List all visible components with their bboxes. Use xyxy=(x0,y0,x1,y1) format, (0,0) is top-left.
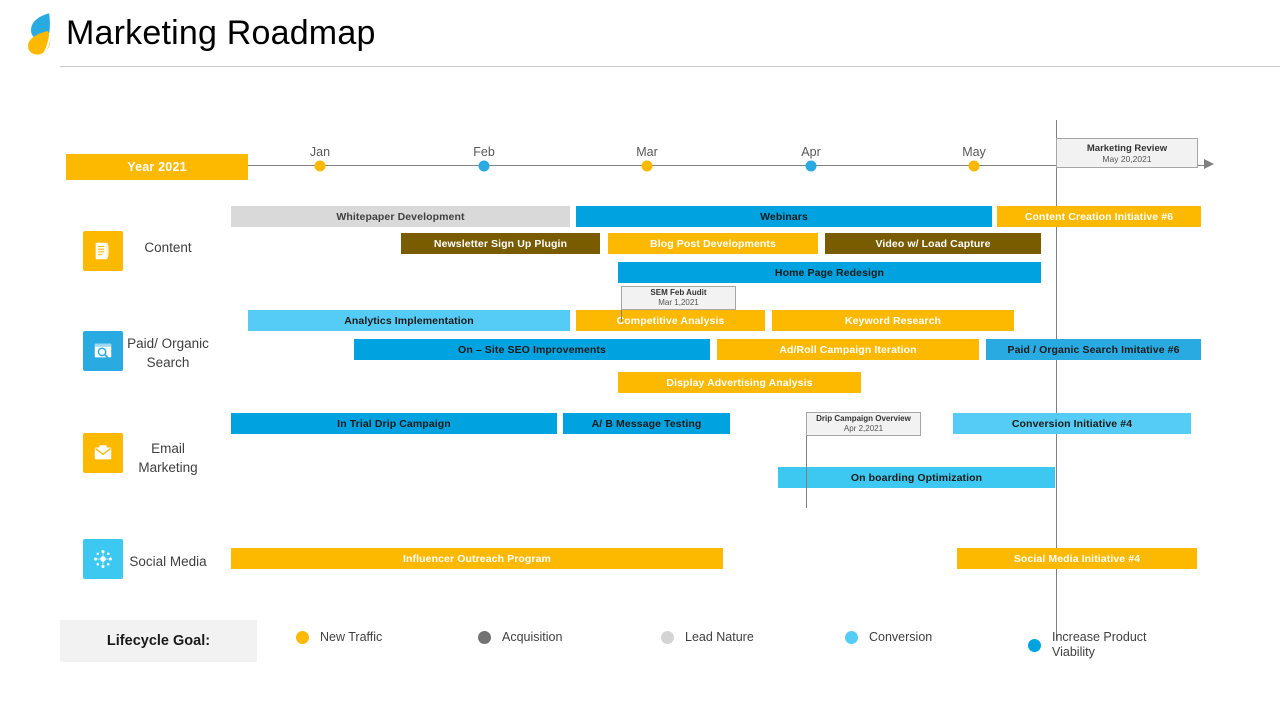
gantt-bar[interactable]: A/ B Message Testing xyxy=(563,413,730,434)
legend-color-dot xyxy=(845,631,858,644)
gantt-bar[interactable]: Webinars xyxy=(576,206,992,227)
page-title: Marketing Roadmap xyxy=(66,14,376,52)
gantt-bar[interactable]: Ad/Roll Campaign Iteration xyxy=(717,339,979,360)
timeline-tick-label-may: May xyxy=(962,145,986,159)
gantt-bar[interactable]: Whitepaper Development xyxy=(231,206,570,227)
network-nodes-icon xyxy=(83,539,123,579)
search-browser-icon xyxy=(83,331,123,371)
envelope-icon xyxy=(83,433,123,473)
timeline-tick-label-jan: Jan xyxy=(309,145,331,159)
gantt-bar[interactable]: Blog Post Developments xyxy=(608,233,818,254)
legend-color-dot xyxy=(296,631,309,644)
gantt-bar[interactable]: Social Media Initiative #4 xyxy=(957,548,1197,569)
callout-connector-line xyxy=(806,434,807,508)
timeline-tick-label-mar: Mar xyxy=(636,145,658,159)
callout-title: SEM Feb Audit xyxy=(650,288,707,297)
gantt-bar[interactable]: Conversion Initiative #4 xyxy=(953,413,1191,434)
legend-item-label: Lead Nature xyxy=(685,630,754,644)
legend-color-dot xyxy=(661,631,674,644)
swimlane-label-paid-organic: Paid/ Organic Search xyxy=(127,336,209,370)
legend-item-label: New Traffic xyxy=(320,630,383,644)
milestone-title: Marketing Review xyxy=(1086,142,1168,154)
legend-title-chip: Lifecycle Goal: xyxy=(60,620,257,662)
timeline-tick-dot-may[interactable] xyxy=(968,160,980,172)
gantt-bar[interactable]: Analytics Implementation xyxy=(248,310,570,331)
timeline-axis-arrow xyxy=(1204,159,1214,169)
timeline-tick-label-apr: Apr xyxy=(801,145,821,159)
callout-date: Mar 1,2021 xyxy=(658,298,699,307)
gantt-bar[interactable]: On boarding Optimization xyxy=(778,467,1055,488)
gantt-bar[interactable]: Display Advertising Analysis xyxy=(618,372,861,393)
gantt-bar[interactable]: Newsletter Sign Up Plugin xyxy=(401,233,600,254)
gantt-bar[interactable]: In Trial Drip Campaign xyxy=(231,413,557,434)
timeline-tick-dot-feb[interactable] xyxy=(478,160,490,172)
callout-date: Apr 2,2021 xyxy=(843,424,884,433)
legend-title: Lifecycle Goal: xyxy=(106,633,211,649)
gantt-bar[interactable]: Home Page Redesign xyxy=(618,262,1041,283)
timeline-tick-label-feb: Feb xyxy=(473,145,495,159)
legend-item[interactable]: Conversion xyxy=(845,630,932,645)
gantt-bar[interactable]: Competitive Analysis xyxy=(576,310,765,331)
legend-color-dot xyxy=(478,631,491,644)
year-chip-label: Year 2021 xyxy=(127,160,187,174)
timeline-tick-dot-mar[interactable] xyxy=(641,160,653,172)
timeline-axis xyxy=(248,165,1208,166)
legend-color-dot xyxy=(1028,638,1041,652)
gantt-bar[interactable]: Influencer Outreach Program xyxy=(231,548,723,569)
legend-item-label: Increase Product Viability xyxy=(1052,630,1147,659)
gantt-bar[interactable]: Keyword Research xyxy=(772,310,1014,331)
gantt-bar[interactable]: Content Creation Initiative #6 xyxy=(997,206,1201,227)
callout-title: Drip Campaign Overview xyxy=(816,414,911,423)
header-divider xyxy=(60,66,1280,67)
swimlane-label-content: Content xyxy=(144,240,192,255)
timeline-tick-dot-jan[interactable] xyxy=(314,160,326,172)
legend-item-label: Acquisition xyxy=(502,630,563,644)
callout-connector-line xyxy=(621,308,622,322)
gantt-bar[interactable]: Paid / Organic Search Imitative #6 xyxy=(986,339,1201,360)
legend-item[interactable]: New Traffic xyxy=(296,630,382,645)
legend-item[interactable]: Lead Nature xyxy=(661,630,754,645)
year-chip: Year 2021 xyxy=(66,154,248,180)
page-header: Marketing Roadmap xyxy=(0,0,1280,70)
document-icon xyxy=(83,231,123,271)
milestone-marketing-review[interactable]: Marketing Review May 20,2021 xyxy=(1056,138,1198,168)
timeline-tick-dot-apr[interactable] xyxy=(805,160,817,172)
legend-item[interactable]: Increase Product Viability xyxy=(1028,630,1147,660)
gantt-bar[interactable]: Video w/ Load Capture xyxy=(825,233,1041,254)
swimlane-label-email: Email Marketing xyxy=(138,441,198,475)
milestone-date: May 20,2021 xyxy=(1102,153,1152,164)
gantt-bar[interactable]: On – Site SEO Improvements xyxy=(354,339,710,360)
legend-item[interactable]: Acquisition xyxy=(478,630,562,645)
brand-droplet-icon xyxy=(28,12,52,56)
milestone-guide-line xyxy=(1056,120,1057,640)
swimlane-label-social-media: Social Media xyxy=(129,554,207,569)
legend-item-label: Conversion xyxy=(869,630,933,644)
